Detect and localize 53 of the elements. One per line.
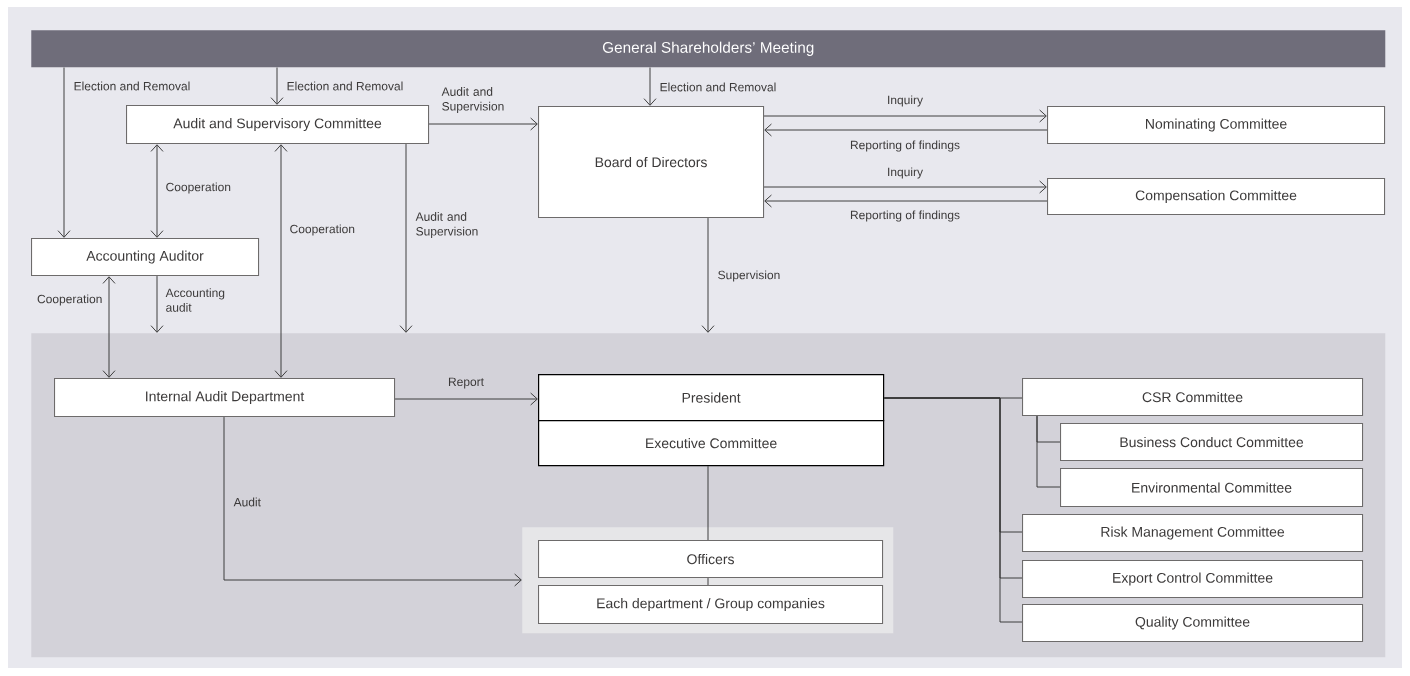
process-box: Export Control Committee (1022, 560, 1364, 599)
arrow (150, 275, 164, 333)
connector-line (1036, 415, 1061, 488)
process-box: President (538, 374, 885, 422)
edge-label: Cooperation (166, 182, 231, 194)
process-box: Quality Committee (1022, 604, 1364, 643)
process-box: Audit and Supervisory Committee (126, 105, 430, 145)
edge-label: Cooperation (290, 224, 355, 236)
edge-label: Cooperation (37, 294, 102, 306)
arrow (102, 276, 116, 378)
arrow (150, 144, 164, 238)
process-box: Executive Committee (538, 420, 885, 467)
process-box: Officers (538, 540, 884, 579)
process-box: Business Conduct Committee (1060, 423, 1364, 462)
connector-line (707, 465, 709, 541)
connector-line (707, 577, 709, 586)
header-band: General Shareholders’ Meeting (31, 30, 1386, 68)
arrow (270, 67, 284, 105)
arrow (643, 67, 657, 106)
process-box: Accounting Auditor (31, 238, 260, 277)
edge-label: Reporting of findings (850, 210, 960, 222)
process-box: Environmental Committee (1060, 468, 1364, 508)
edge-label: Audit and Supervision (441, 87, 504, 113)
arrow (399, 143, 413, 333)
arrow (764, 123, 1048, 137)
edge-label: Election and Removal (660, 82, 776, 92)
edge-label: Inquiry (888, 95, 923, 107)
process-box: Each department / Group companies (538, 585, 884, 625)
edge-label: Accounting audit (165, 288, 225, 312)
arrow (274, 144, 288, 378)
process-box: Board of Directors (538, 106, 765, 219)
arrow (701, 217, 715, 333)
process-box: Compensation Committee (1047, 178, 1386, 216)
connector-line (883, 397, 1023, 623)
edge-label: Election and Removal (287, 81, 403, 91)
edge-label: Inquiry (888, 167, 923, 179)
arrow (394, 392, 538, 406)
arrow (223, 416, 522, 587)
arrow (57, 67, 71, 238)
arrow (428, 117, 538, 131)
edge-label: Reporting of findings (850, 140, 960, 152)
edge-label: Report (449, 377, 484, 389)
edge-label: Audit (233, 497, 261, 507)
edge-label: Supervision (718, 270, 780, 282)
process-box: Internal Audit Department (54, 378, 396, 418)
arrow (763, 180, 1047, 194)
process-box: Risk Management Committee (1022, 514, 1364, 553)
process-box: Nominating Committee (1047, 106, 1386, 145)
process-box: CSR Committee (1022, 378, 1364, 417)
arrow (763, 109, 1047, 123)
edge-label: Election and Removal (74, 81, 190, 91)
edge-label: Audit and Supervision (415, 212, 478, 238)
arrow (764, 194, 1048, 208)
